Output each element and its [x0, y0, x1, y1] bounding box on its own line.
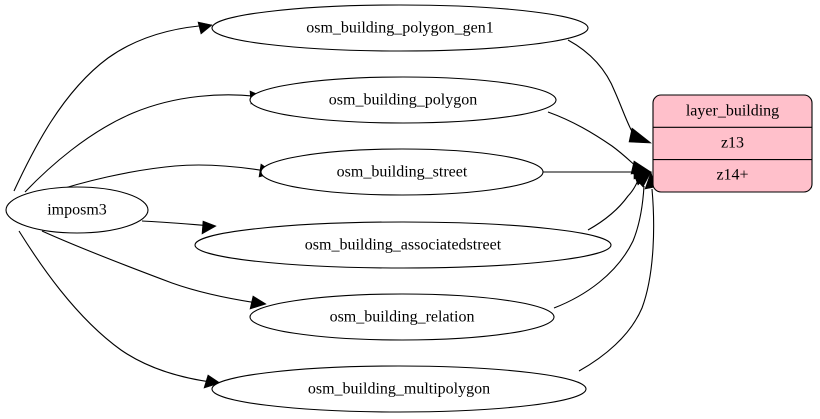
node-label: osm_building_polygon_gen1 — [306, 20, 494, 37]
layer-building-row-z13: z13 — [721, 135, 744, 152]
node-shape[interactable] — [211, 4, 589, 52]
node-osm-building-relation[interactable]: osm_building_relation — [249, 293, 555, 341]
layer-building-title: layer_building — [686, 103, 779, 120]
edge-path — [13, 24, 213, 192]
node-osm-building-polygon-gen1[interactable]: osm_building_polygon_gen1 — [211, 4, 589, 52]
edge-path — [578, 188, 655, 372]
edge-imposm3-to-osm-building-associatedstreet — [141, 220, 217, 235]
node-shape[interactable] — [249, 293, 555, 341]
edge-path — [41, 230, 265, 305]
node-label: osm_building_relation — [330, 309, 475, 326]
edge-group-tables-to-layer — [543, 39, 656, 372]
record-shape[interactable] — [652, 94, 813, 193]
node-layer-building[interactable]: layer_building z13 z14+ — [652, 94, 813, 193]
edge-osm-building-relation-to-z14plus — [553, 171, 652, 309]
node-osm-building-multipolygon[interactable]: osm_building_multipolygon — [211, 365, 587, 413]
arrowhead-icon — [203, 374, 221, 389]
node-imposm3[interactable]: imposm3 — [5, 186, 149, 234]
edge-path — [24, 94, 263, 193]
node-osm-building-street[interactable]: osm_building_street — [260, 148, 544, 196]
node-label: osm_building_associatedstreet — [305, 237, 502, 254]
node-osm-building-associatedstreet[interactable]: osm_building_associatedstreet — [194, 221, 612, 269]
edge-osm-building-polygon-to-z14plus — [547, 111, 652, 175]
edge-imposm3-to-osm-building-multipolygon — [18, 230, 221, 389]
arrowhead-icon — [633, 171, 652, 188]
node-label: osm_building_street — [337, 164, 468, 181]
node-label: imposm3 — [47, 202, 107, 219]
edge-imposm3-to-osm-building-polygon-gen1 — [13, 21, 213, 192]
edge-imposm3-to-osm-building-polygon — [24, 90, 265, 193]
edge-path — [587, 177, 640, 231]
edge-osm-building-polygon-gen1-to-z13 — [567, 39, 652, 144]
edge-path — [567, 39, 636, 138]
node-shape[interactable] — [5, 186, 149, 234]
edge-path — [547, 111, 639, 169]
node-shape[interactable] — [249, 76, 557, 124]
arrowhead-icon — [201, 220, 217, 235]
node-shape[interactable] — [211, 365, 587, 413]
arrowhead-icon — [249, 295, 267, 310]
edge-path — [553, 185, 645, 309]
node-label: osm_building_polygon — [329, 92, 477, 109]
edge-imposm3-to-osm-building-relation — [41, 230, 267, 310]
edge-osm-building-multipolygon-to-z14plus — [578, 170, 656, 372]
node-shape[interactable] — [194, 221, 612, 269]
edge-path — [48, 164, 273, 194]
edge-path — [18, 230, 219, 384]
arrowhead-icon — [628, 127, 652, 144]
layer-building-row-z14plus: z14+ — [716, 167, 748, 184]
arrowhead-icon — [197, 21, 213, 35]
node-shape[interactable] — [260, 148, 544, 196]
node-osm-building-polygon[interactable]: osm_building_polygon — [249, 76, 557, 124]
node-label: osm_building_multipolygon — [308, 381, 490, 398]
